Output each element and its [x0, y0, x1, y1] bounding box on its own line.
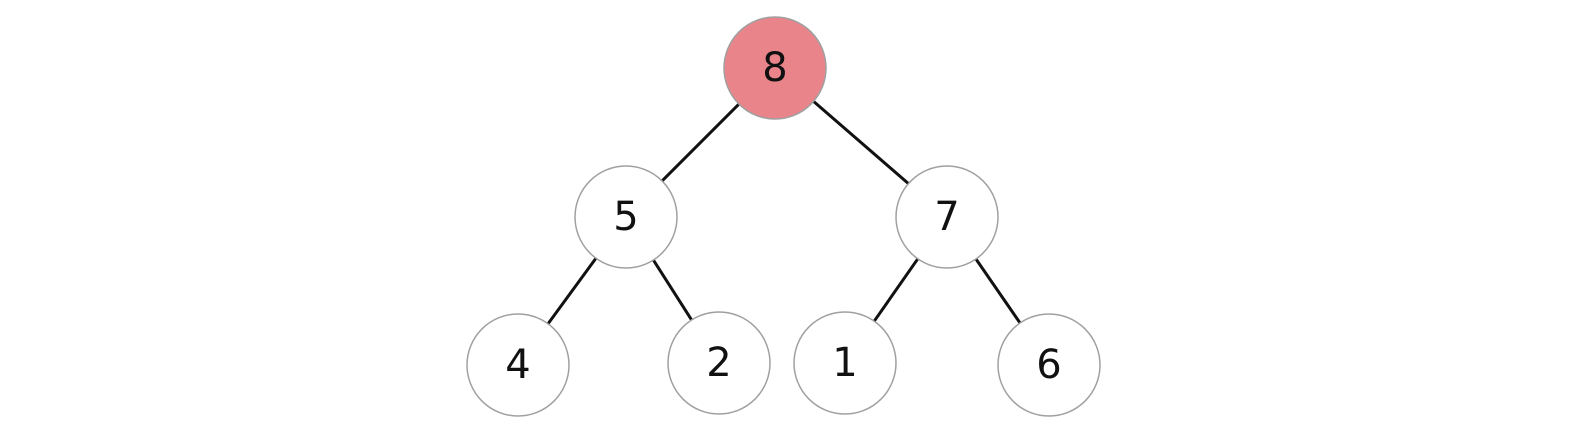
tree-node-5: 5 — [574, 165, 678, 269]
node-circle — [466, 313, 570, 417]
tree-node-2: 2 — [667, 311, 771, 415]
edge-n7-n1 — [872, 257, 920, 323]
edge-n5-n4 — [546, 257, 598, 325]
nodes-layer: 8 5 7 4 2 1 6 — [466, 16, 1101, 417]
tree-node-1: 1 — [793, 311, 897, 415]
node-label: 5 — [613, 194, 638, 240]
edge-n8-n5 — [661, 103, 740, 182]
edge-n8-n7 — [812, 100, 910, 185]
tree-node-4: 4 — [466, 313, 570, 417]
node-label: 8 — [762, 45, 787, 91]
tree-node-7: 7 — [895, 165, 999, 269]
node-circle — [997, 313, 1101, 417]
node-label: 6 — [1036, 342, 1061, 388]
node-circle — [793, 311, 897, 415]
node-circle — [723, 16, 827, 120]
node-label: 7 — [934, 194, 959, 240]
node-circle — [895, 165, 999, 269]
node-label: 2 — [706, 340, 731, 386]
node-label: 4 — [505, 342, 530, 388]
tree-node-6: 6 — [997, 313, 1101, 417]
edges-layer — [546, 100, 1022, 325]
node-label: 1 — [832, 340, 857, 386]
node-circle — [574, 165, 678, 269]
edge-n5-n2 — [652, 259, 693, 321]
node-circle — [667, 311, 771, 415]
edge-n7-n6 — [974, 258, 1022, 324]
tree-node-8: 8 — [723, 16, 827, 120]
